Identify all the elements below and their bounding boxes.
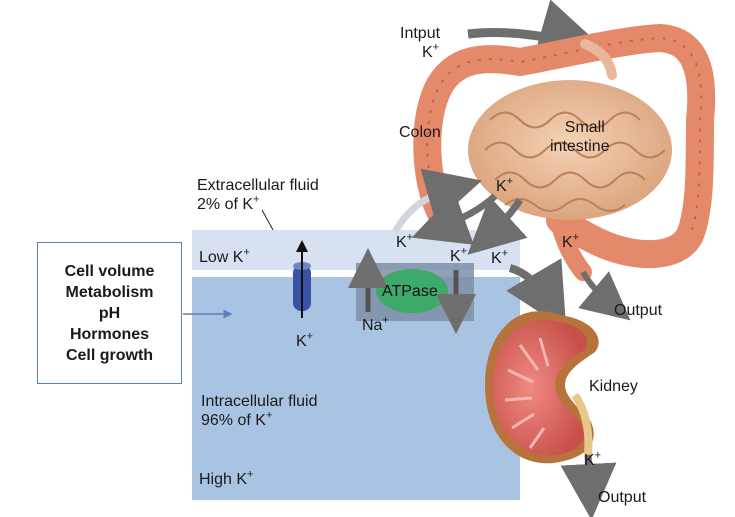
ecf-charge: + (253, 193, 260, 206)
factor-ph: pH (98, 304, 121, 322)
to-kidney-k-label: K+ (491, 247, 509, 267)
pump-na-label: Na+ (362, 314, 389, 334)
low-k-label: Low K+ (199, 246, 250, 266)
channel-k-label: K+ (296, 330, 314, 350)
factor-cell-volume: Cell volume (64, 262, 155, 280)
gut-k-label: K+ (496, 175, 514, 195)
icf-percent: 96% of K (201, 412, 266, 429)
ecf-pointer-line (261, 209, 274, 231)
arrow-kidney-output (560, 454, 617, 517)
arrow-gut-output (578, 270, 631, 321)
arrow-ecf-to-kidney (506, 258, 567, 330)
kidney-illustration (485, 311, 599, 464)
ecf-percent: 2% of K (197, 196, 254, 213)
small-intestine-label: Small intestine (550, 119, 610, 155)
factor-metabolism: Metabolism (65, 283, 154, 301)
high-k-label: High K+ (199, 468, 254, 488)
regulating-factors-box: Cell volume Metabolism pH Hormones Cell … (37, 242, 182, 384)
to-cell-k-label: K+ (396, 231, 414, 251)
kidney-output-k-label: K+ (584, 449, 602, 469)
kidney-output-label: Output (598, 489, 647, 506)
ecf-label: Extracellular fluid 2% of K+ (197, 176, 319, 214)
colon-label: Colon (399, 124, 441, 141)
input-label: Intput K+ (400, 25, 441, 61)
intestines-illustration (413, 23, 716, 281)
atpase-pump (348, 248, 476, 334)
potassium-channel (293, 240, 311, 318)
icf-label: Intracellular fluid 96% of K+ (201, 393, 318, 429)
kidney-label: Kidney (589, 378, 638, 395)
gut-output-label: Output (614, 302, 663, 319)
atpase-label: ATPase (382, 283, 438, 300)
arrow-gut-to-ecf (467, 196, 528, 255)
factor-hormones: Hormones (69, 325, 150, 343)
pump-k-label: K+ (450, 245, 468, 265)
gut-output-k-label: K+ (562, 231, 580, 251)
ecf-title: Extracellular fluid (197, 177, 319, 194)
factor-cell-growth: Cell growth (65, 346, 154, 364)
icf-title: Intracellular fluid (201, 393, 318, 410)
